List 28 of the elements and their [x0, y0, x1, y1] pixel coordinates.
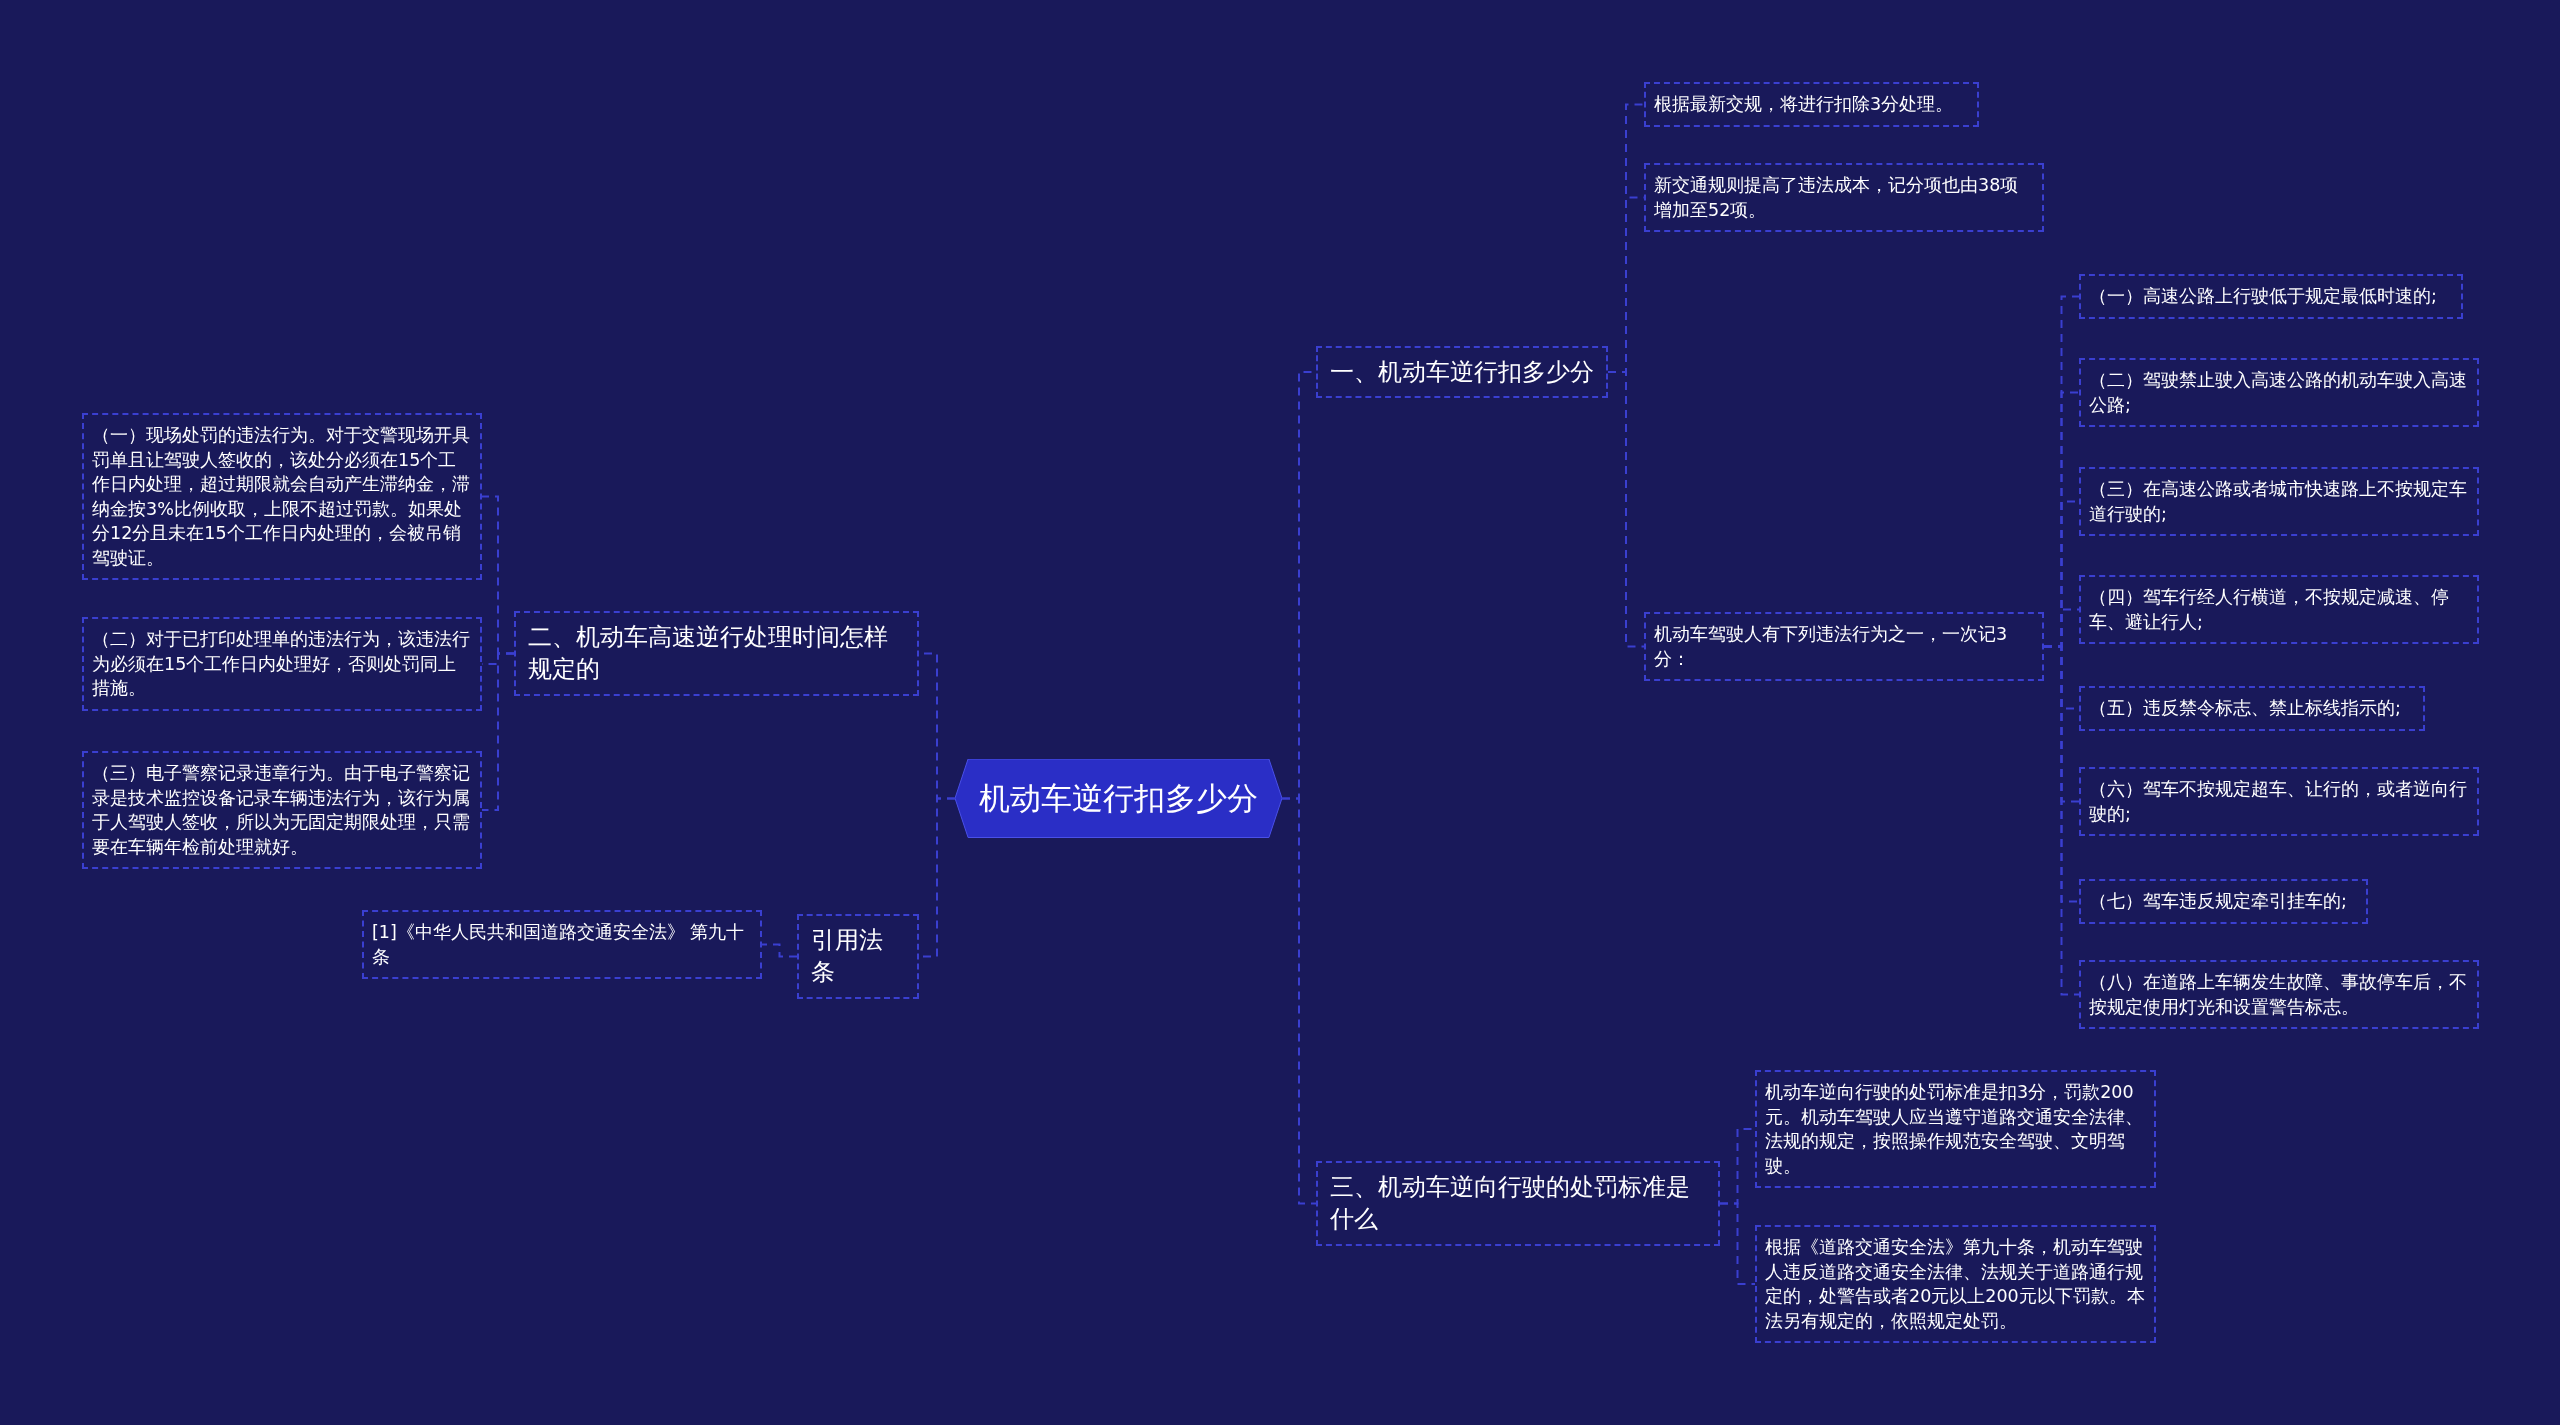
- connector-line: [1607, 371, 1645, 648]
- leaf-note-box: （二）对于已打印处理单的违法行为，该违法行为必须在15个工作日内处理好，否则处罚同上措施。: [82, 617, 482, 711]
- leaf-note-box: （五）违反禁令标志、禁止标线指示的;: [2079, 686, 2425, 731]
- connector-line: [1719, 1202, 1756, 1285]
- branch-topic-box: 三、机动车逆向行驶的处罚标准是什么: [1316, 1161, 1720, 1246]
- leaf-note-box: 新交通规则提高了违法成本，记分项也由38项增加至52项。: [1644, 163, 2044, 232]
- connector-line: [2043, 645, 2080, 996]
- branch-topic-box: 引用法条: [797, 914, 919, 999]
- leaf-note-box: （七）驾车违反规定牵引挂车的;: [2079, 879, 2368, 924]
- central-topic-hexagon: 机动车逆行扣多少分: [955, 759, 1282, 838]
- leaf-note-box: （三）在高速公路或者城市快速路上不按规定车道行驶的;: [2079, 467, 2479, 536]
- leaf-note-box: 机动车驾驶人有下列违法行为之一，一次记3分：: [1644, 612, 2044, 681]
- leaf-note-box: 根据最新交规，将进行扣除3分处理。: [1644, 82, 1979, 127]
- leaf-note-box: （一）高速公路上行驶低于规定最低时速的;: [2079, 274, 2463, 319]
- leaf-note-box: （四）驾车行经人行横道，不按规定减速、停车、避让行人;: [2079, 575, 2479, 644]
- leaf-note-box: [1]《中华人民共和国道路交通安全法》 第九十条: [362, 910, 762, 979]
- connector-line: [761, 943, 798, 958]
- leaf-note-box: （一）现场处罚的违法行为。对于交警现场开具罚单且让驾驶人签收的，该处分必须在15个工作日内处理，超过期限就会自动产生滞纳金，滞纳金按3%比例收取，上限不超过罚款。如果处分12分且未在15个工作日内处理的，会被吊销驾驶证。: [82, 413, 482, 580]
- leaf-note-box: （八）在道路上车辆发生故障、事故停车后，不按规定使用灯光和设置警告标志。: [2079, 960, 2479, 1029]
- branch-topic-box: 一、机动车逆行扣多少分: [1316, 346, 1608, 399]
- leaf-note-box: （三）电子警察记录违章行为。由于电子警察记录是技术监控设备记录车辆违法行为，该行为属于人驾驶人签收，所以为无固定期限处理，只需要在车辆年检前处理就好。: [82, 751, 482, 869]
- connector-line: [1281, 797, 1317, 1205]
- leaf-note-box: 根据《道路交通安全法》第九十条，机动车驾驶人违反道路交通安全法律、法规关于道路通行规定的，处警告或者20元以上200元以下罚款。本法另有规定的，依照规定处罚。: [1755, 1225, 2156, 1343]
- leaf-note-box: 机动车逆向行驶的处罚标准是扣3分，罚款200元。机动车驾驶人应当遵守道路交通安全法律、法规的规定，按照操作规范安全驾驶、文明驾驶。: [1755, 1070, 2156, 1188]
- leaf-note-box: （二）驾驶禁止驶入高速公路的机动车驶入高速公路;: [2079, 358, 2479, 427]
- connector-line: [481, 652, 515, 811]
- leaf-note-box: （六）驾车不按规定超车、让行的，或者逆向行驶的;: [2079, 767, 2479, 836]
- branch-topic-box: 二、机动车高速逆行处理时间怎样规定的: [514, 611, 919, 696]
